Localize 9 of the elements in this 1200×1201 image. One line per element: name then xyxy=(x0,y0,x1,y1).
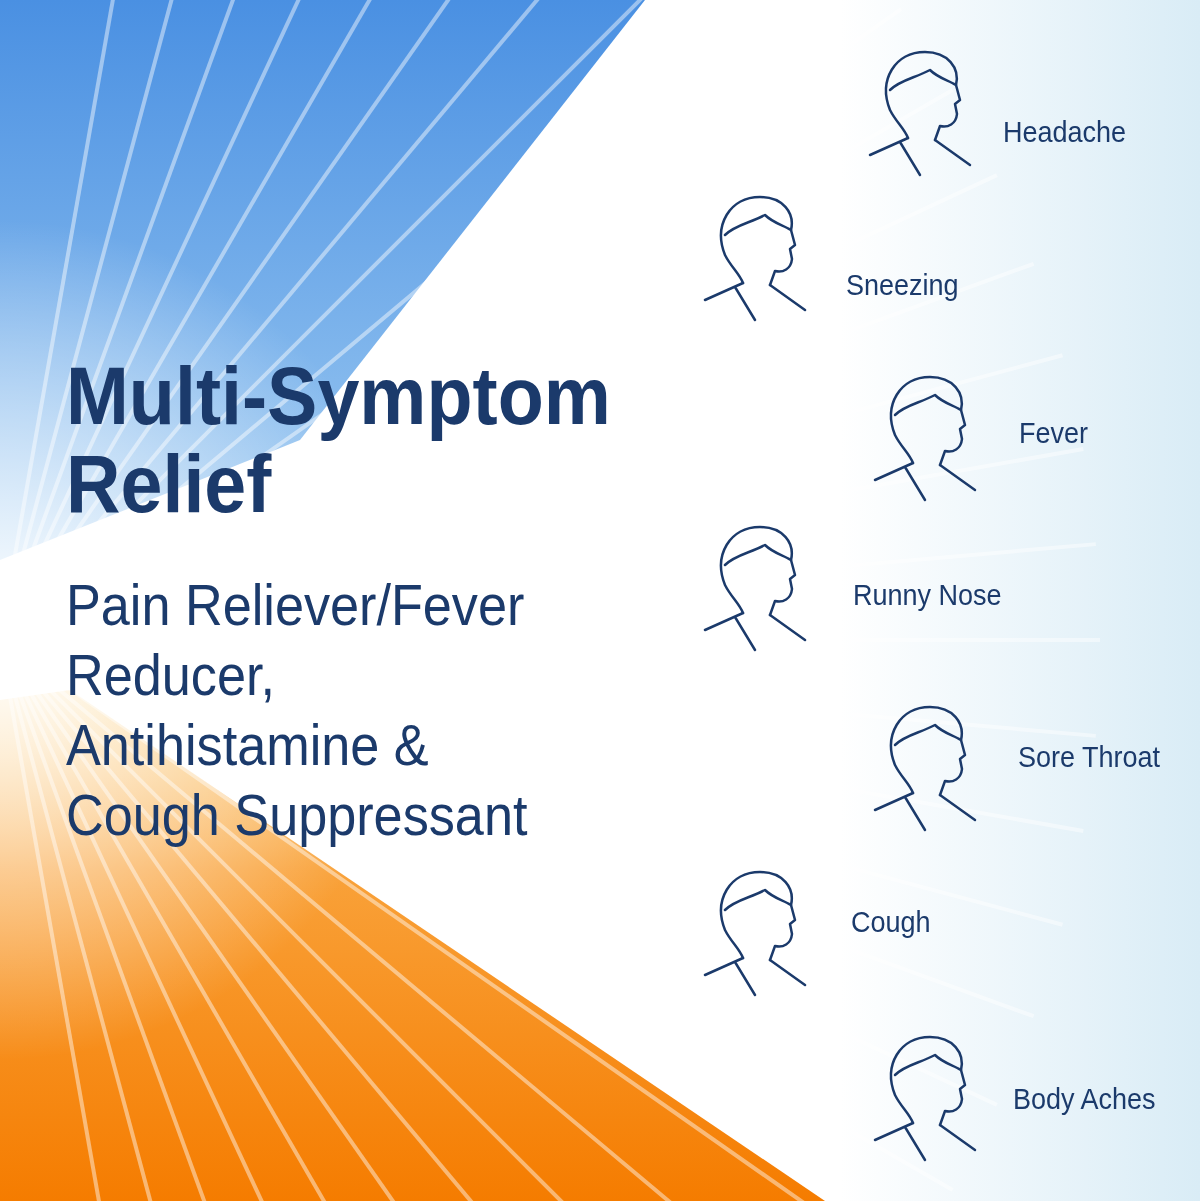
symptom-label: Sneezing xyxy=(846,268,959,302)
symptom-label: Sore Throat xyxy=(1018,740,1161,774)
symptom-label: Runny Nose xyxy=(853,578,1002,612)
subtitle: Pain Reliever/Fever Reducer, Antihistamine & Cough Suppressant xyxy=(66,571,529,849)
symptom-label: Cough xyxy=(851,905,931,939)
symptom-label: Body Aches xyxy=(1013,1082,1156,1116)
symptom-label: Fever xyxy=(1019,416,1088,450)
headline: Multi-Symptom Relief xyxy=(66,352,612,528)
symptom-label: Headache xyxy=(1003,115,1127,149)
